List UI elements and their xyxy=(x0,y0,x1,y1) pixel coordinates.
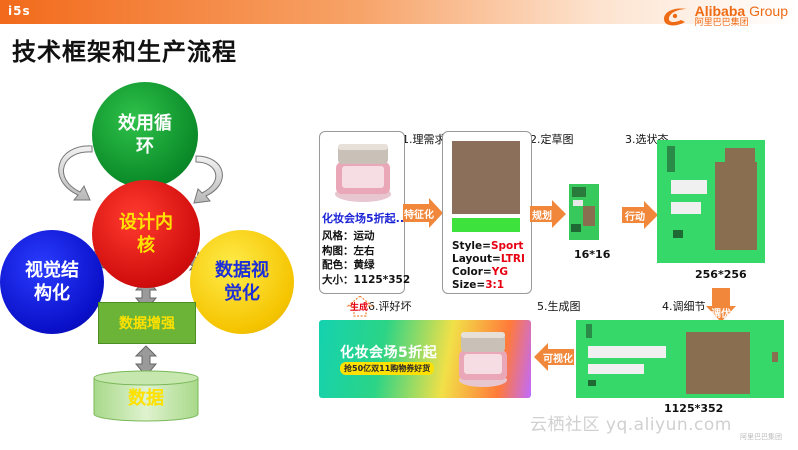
arrow-generate-icon xyxy=(346,296,374,317)
visual-structuring-label-1: 视觉结 xyxy=(25,259,79,281)
arrow-feature-label: 特征化 xyxy=(404,209,434,221)
arrow-visualize-icon xyxy=(534,343,574,371)
step-4-label: 4.调细节 xyxy=(662,300,706,313)
visual-structuring-circle: 视觉结构化 xyxy=(0,230,104,334)
data-visualization-label-2: 觉化 xyxy=(224,283,260,304)
utility-loop-circle: 效用循环 xyxy=(92,82,198,188)
database-cylinder-icon xyxy=(93,370,199,422)
design-kernel-label-2: 核 xyxy=(137,235,155,256)
card1-attributes: 风格：运动 构图：左右 配色：黄绿 大小：1125*352 xyxy=(322,230,411,286)
utility-loop-label-1: 效用循 xyxy=(118,112,172,134)
data-augmentation-box: 数据增强 xyxy=(98,302,196,344)
alibaba-brand: Alibaba Group 阿里巴巴集团 xyxy=(661,4,788,28)
color-value: 黄绿 xyxy=(353,259,375,271)
arrow-plan-icon xyxy=(530,200,566,228)
layout-value: 左右 xyxy=(353,244,375,257)
arrow-action-icon xyxy=(622,201,658,229)
brand-group: Group xyxy=(749,3,788,19)
state-image-256 xyxy=(657,140,765,263)
curved-arrow-left-icon xyxy=(58,145,93,201)
sketch-spec: Style=Sport Layout=LTRI Color=YG Size=3:… xyxy=(452,240,525,291)
banner-subtitle: 抢50亿双11购物券好货 xyxy=(340,362,435,375)
cosmetic-jar-image xyxy=(335,144,391,202)
data-visualization-circle: 数据视觉化 xyxy=(190,230,294,334)
brand-chinese: 阿里巴巴集团 xyxy=(694,18,749,28)
watermark-logo: 阿里巴巴集团 xyxy=(740,433,782,441)
banner-title: 化妆会场5折起 xyxy=(340,345,438,361)
card1-title: 化妆会场5折起... xyxy=(322,212,406,225)
design-kernel-label-1: 设计内 xyxy=(119,211,173,233)
arrow-generate-label: 生成 xyxy=(350,303,369,313)
design-kernel-circle: 设计内核 xyxy=(92,180,200,288)
size-1125-label: 1125*352 xyxy=(664,402,724,415)
banner-jar-image xyxy=(459,332,507,387)
step-1-label: 1.理需求 xyxy=(402,133,446,146)
arrow-plan-label: 规划 xyxy=(532,210,552,222)
arrow-feature-icon xyxy=(403,198,443,228)
utility-loop-label-2: 环 xyxy=(136,136,154,157)
slide-title: 技术框架和生产流程 xyxy=(12,38,237,66)
size-16-label: 16*16 xyxy=(574,248,611,261)
data-label: 数据 xyxy=(128,388,164,409)
arrow-tune-label: 调优 xyxy=(711,308,731,320)
curved-arrow-right-icon xyxy=(193,155,223,204)
visual-structuring-label-2: 构化 xyxy=(34,283,70,304)
step-5-label: 5.生成图 xyxy=(537,300,581,313)
sketch-bar xyxy=(452,218,520,232)
brand-name: Alibaba xyxy=(694,3,746,19)
step-6-label: 6.评好坏 xyxy=(368,300,412,313)
state-thumbnail-16 xyxy=(569,184,599,240)
data-visualization-label-1: 数据视 xyxy=(215,259,269,281)
header-logo: i5s xyxy=(8,4,31,18)
detailed-image-1125 xyxy=(576,320,784,398)
sketch-block xyxy=(452,141,520,214)
step-2-label: 2.定草图 xyxy=(530,133,574,146)
arrow-action-label: 行动 xyxy=(625,211,645,223)
style-value: 运动 xyxy=(353,230,375,242)
size-value: 1125*352 xyxy=(353,273,411,286)
size-256-label: 256*256 xyxy=(695,268,747,281)
alibaba-logo-icon xyxy=(663,8,687,26)
watermark: 云栖社区 yq.aliyun.com xyxy=(530,415,732,435)
arrow-visualize-label: 可视化 xyxy=(543,353,573,365)
arrow-tune-icon xyxy=(706,288,736,322)
